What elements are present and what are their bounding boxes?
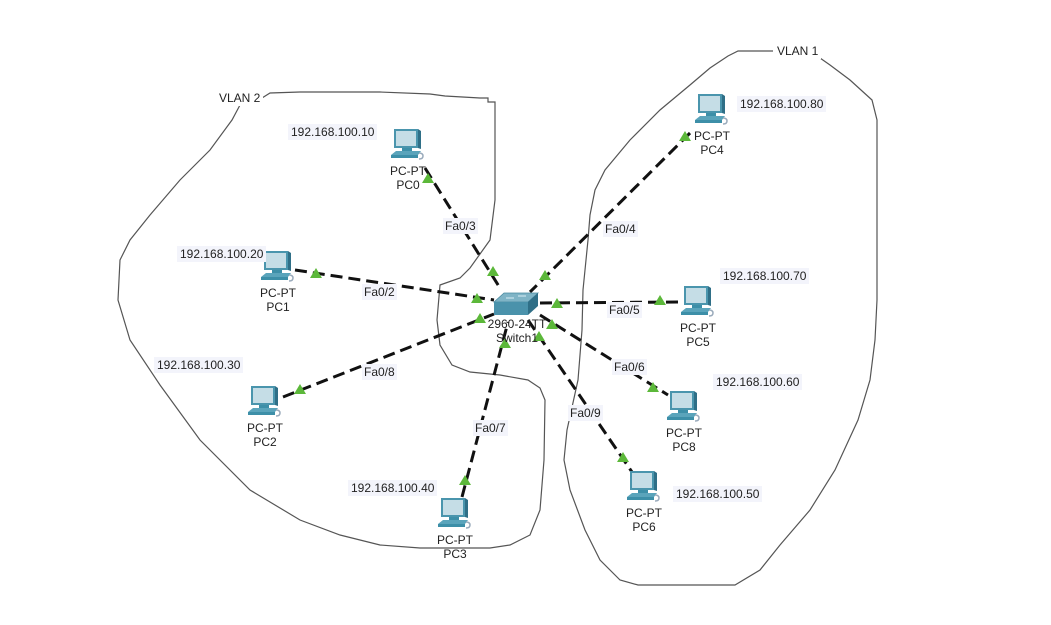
- port-label: Fa0/3: [443, 218, 478, 234]
- link-up-indicator-icon: [539, 270, 551, 280]
- ip-address-label: 192.168.100.30: [154, 357, 244, 373]
- vlan-label: VLAN 2: [216, 90, 264, 106]
- pc-icon[interactable]: [435, 497, 475, 533]
- pc-model-label: PC-PT: [247, 421, 283, 435]
- pc-name-label: PC6: [632, 520, 656, 534]
- link-up-indicator-icon: [679, 131, 691, 141]
- pc-model-label: PC-PT: [666, 426, 702, 440]
- pc-name-label: PC1: [266, 300, 290, 314]
- link-up-indicator-icon: [546, 319, 558, 329]
- ip-address-label: 192.168.100.70: [720, 268, 810, 284]
- pc-model-label: PC-PT: [626, 506, 662, 520]
- ip-address-label: 192.168.100.20: [177, 246, 267, 262]
- switch-name-label: Switch1: [495, 331, 539, 345]
- pc-name-label: PC3: [443, 547, 467, 561]
- pc-icon[interactable]: [664, 390, 704, 426]
- pc-model-label: PC-PT: [260, 286, 296, 300]
- pc-name-label: PC4: [700, 143, 724, 157]
- link-up-indicator-icon: [474, 313, 486, 323]
- pc-model-label: PC-PT: [390, 164, 426, 178]
- pc-icon[interactable]: [388, 128, 428, 164]
- pc-name-label: PC5: [686, 335, 710, 349]
- vlan1-boundary: [563, 50, 878, 586]
- link-pc2[interactable]: [282, 312, 495, 399]
- link-up-indicator-icon: [499, 338, 511, 348]
- ip-address-label: 192.168.100.10: [288, 124, 378, 140]
- pc-model-label: PC-PT: [680, 321, 716, 335]
- pc-icon[interactable]: [692, 93, 732, 129]
- link-up-indicator-icon: [487, 266, 499, 276]
- link-up-indicator-icon: [422, 173, 434, 183]
- link-pc4[interactable]: [528, 131, 692, 294]
- link-pc5[interactable]: [539, 300, 679, 305]
- vlan-label: VLAN 1: [774, 43, 822, 59]
- link-pc8[interactable]: [539, 313, 669, 397]
- port-label: Fa0/5: [607, 302, 642, 318]
- link-status-layer: [294, 131, 691, 485]
- link-up-indicator-icon: [654, 295, 666, 305]
- link-up-indicator-icon: [471, 293, 483, 303]
- pc-name-label: PC8: [672, 440, 696, 454]
- pc-icon[interactable]: [245, 385, 285, 421]
- ip-address-label: 192.168.100.50: [673, 486, 763, 502]
- link-up-indicator-icon: [310, 268, 322, 278]
- pc-icon[interactable]: [624, 470, 664, 506]
- link-pc6[interactable]: [526, 319, 634, 473]
- port-label: Fa0/9: [568, 405, 603, 421]
- link-up-indicator-icon: [459, 475, 471, 485]
- port-label: Fa0/4: [603, 221, 638, 237]
- ip-address-label: 192.168.100.80: [737, 96, 827, 112]
- switch-icon[interactable]: [492, 292, 540, 315]
- link-pc3[interactable]: [460, 321, 510, 498]
- port-label: Fa0/6: [612, 359, 647, 375]
- pc-icon[interactable]: [258, 250, 298, 286]
- link-up-indicator-icon: [294, 384, 306, 394]
- pc-name-label: PC2: [253, 435, 277, 449]
- link-up-indicator-icon: [551, 298, 563, 308]
- ip-address-label: 192.168.100.40: [348, 480, 438, 496]
- ip-address-label: 192.168.100.60: [713, 374, 803, 390]
- pc-icon[interactable]: [678, 285, 718, 321]
- pc-model-label: PC-PT: [694, 129, 730, 143]
- links-layer: [282, 131, 692, 498]
- port-label: Fa0/2: [362, 284, 397, 300]
- link-up-indicator-icon: [647, 382, 659, 392]
- vlan2-boundary: [117, 91, 546, 549]
- port-label: Fa0/7: [473, 420, 508, 436]
- pc-name-label: PC0: [396, 178, 420, 192]
- port-label: Fa0/8: [362, 364, 397, 380]
- link-pc0[interactable]: [423, 167, 502, 289]
- switch-model-label: 2960-24TT: [487, 317, 547, 331]
- pc-model-label: PC-PT: [437, 533, 473, 547]
- link-up-indicator-icon: [533, 331, 545, 341]
- link-up-indicator-icon: [617, 452, 629, 462]
